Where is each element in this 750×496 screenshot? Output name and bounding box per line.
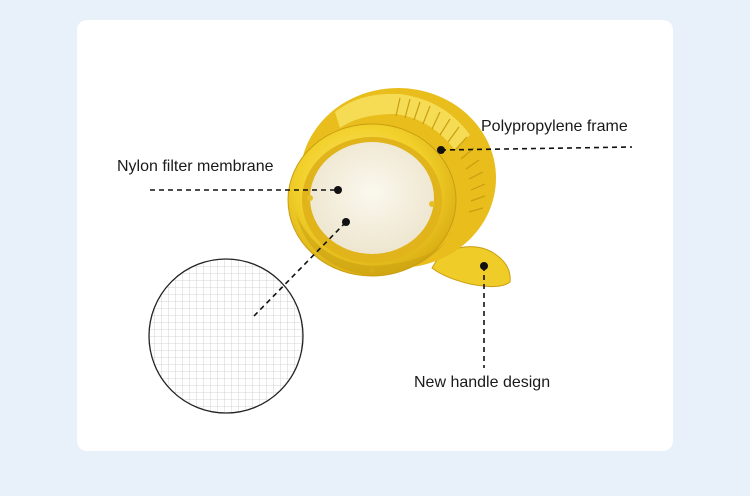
frame-bump	[429, 201, 435, 207]
frame-shadow	[296, 214, 452, 276]
leader-frame	[440, 146, 633, 151]
frame-ribs	[395, 97, 486, 213]
leader-magnifier	[253, 221, 347, 317]
label-new-handle-design: New handle design	[414, 374, 551, 391]
filter-frame	[287, 88, 511, 288]
filter-membrane	[310, 142, 434, 254]
label-nylon-filter-membrane: Nylon filter membrane	[117, 158, 274, 175]
label-polypropylene-frame: Polypropylene frame	[481, 118, 628, 135]
dot-membrane	[334, 186, 342, 194]
handle-tab	[431, 246, 511, 288]
frame-bump	[307, 195, 313, 201]
membrane-magnifier	[148, 258, 304, 414]
pointer-dots	[334, 146, 488, 270]
frame-flange	[335, 93, 470, 150]
leader-lines	[150, 146, 633, 368]
dot-magnifier	[342, 218, 350, 226]
dot-handle	[480, 262, 488, 270]
dot-frame	[437, 146, 445, 154]
